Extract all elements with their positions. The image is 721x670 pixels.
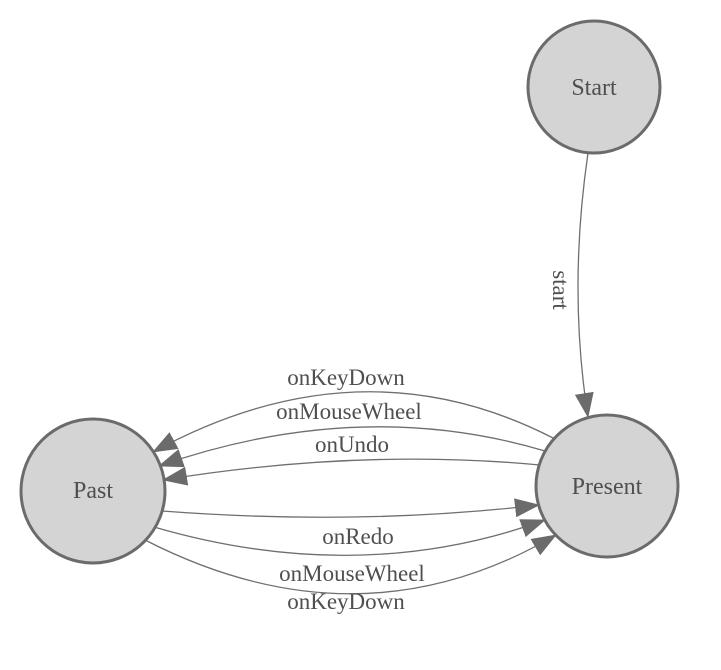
state-label-start: Start — [571, 75, 617, 101]
edge-label-onkeydown-top: onKeyDown — [287, 365, 405, 390]
edge-label-onmousewheel-bottom: onMouseWheel — [279, 561, 425, 586]
edge-past-to-present-onkeydown — [144, 534, 557, 595]
edge-start-to-present — [574, 152, 594, 418]
state-node-present — [534, 413, 680, 559]
edge-label-onredo: onRedo — [322, 524, 394, 549]
state-node-past — [19, 417, 167, 565]
edge-past-to-present-onmousewheel — [153, 519, 546, 556]
state-label-present: Present — [572, 474, 643, 500]
state-node-start — [526, 19, 662, 155]
edge-label-onmousewheel-top: onMouseWheel — [276, 399, 422, 424]
edge-label-start: start — [548, 270, 573, 310]
edge-present-to-past-onmousewheel — [158, 426, 546, 468]
state-label-past: Past — [73, 478, 113, 504]
edge-present-to-past-onkeydown — [152, 391, 554, 453]
edge-label-onkeydown-bottom: onKeyDown — [287, 589, 405, 614]
edge-past-to-present-onredo — [161, 498, 540, 518]
edge-label-onundo: onUndo — [315, 432, 389, 457]
edge-present-to-past-onundo — [162, 458, 541, 486]
